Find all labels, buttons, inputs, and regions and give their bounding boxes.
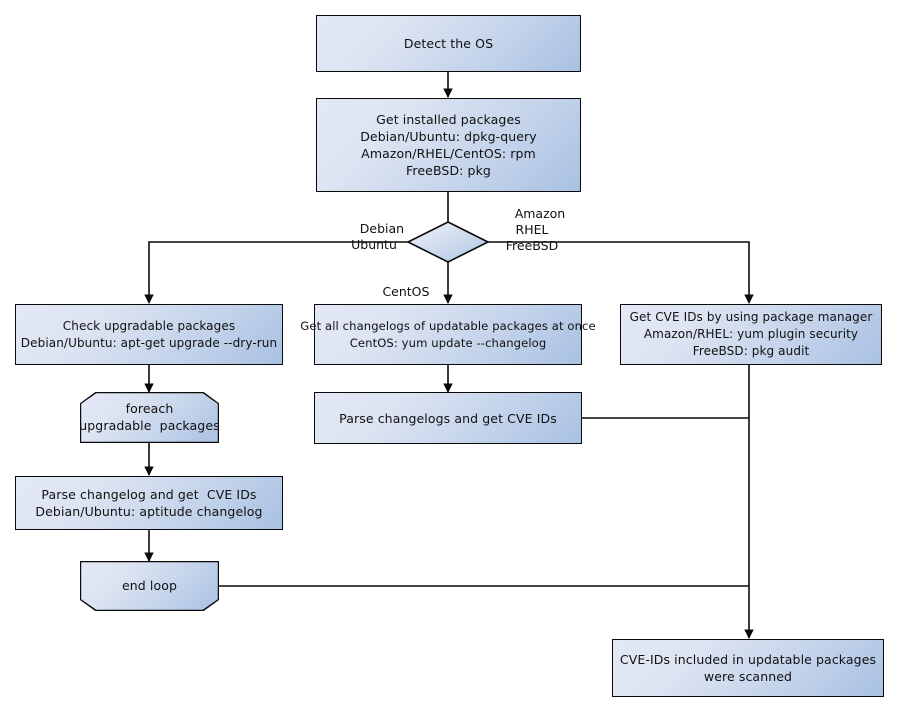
node-get-cve-ids-package-manager-label: Get CVE IDs by using package manager Ama… — [629, 310, 873, 358]
node-get-installed-packages-label: Get installed packages Debian/Ubuntu: dp… — [360, 112, 537, 178]
edge-label-centos-text: CentOS — [382, 284, 430, 299]
decision-diamond-shape — [406, 221, 490, 263]
node-parse-changelogs-cve-ids[interactable]: Parse changelogs and get CVE IDs — [314, 392, 582, 444]
node-cve-ids-scanned[interactable]: CVE-IDs included in updatable packages w… — [612, 639, 884, 697]
node-get-installed-packages[interactable]: Get installed packages Debian/Ubuntu: dp… — [316, 98, 581, 192]
node-get-all-changelogs[interactable]: Get all changelogs of updatable packages… — [300, 304, 596, 365]
edge-label-debian-ubuntu: Debian Ubuntu — [340, 205, 408, 269]
node-cve-ids-scanned-label: CVE-IDs included in updatable packages w… — [619, 652, 877, 684]
node-get-all-changelogs-label: Get all changelogs of updatable packages… — [300, 318, 596, 350]
node-check-upgradable-packages-label: Check upgradable packages Debian/Ubuntu:… — [20, 318, 278, 350]
edge-label-debian-ubuntu-text: Debian Ubuntu — [351, 221, 405, 252]
node-end-loop[interactable]: end loop — [81, 562, 218, 610]
node-detect-os[interactable]: Detect the OS — [316, 15, 581, 72]
edge-label-amazon-rhel-freebsd: Amazon RHEL FreeBSD — [492, 190, 572, 270]
edge-label-amazon-rhel-freebsd-text: Amazon RHEL FreeBSD — [505, 206, 566, 253]
node-parse-changelog-cve-ids-label: Parse changelog and get CVE IDs Debian/U… — [35, 487, 263, 519]
node-detect-os-label: Detect the OS — [403, 36, 494, 51]
node-parse-changelog-cve-ids[interactable]: Parse changelog and get CVE IDs Debian/U… — [15, 476, 283, 530]
node-get-cve-ids-package-manager[interactable]: Get CVE IDs by using package manager Ama… — [620, 304, 882, 365]
node-end-loop-label: end loop — [121, 578, 177, 594]
node-check-upgradable-packages[interactable]: Check upgradable packages Debian/Ubuntu:… — [15, 304, 283, 365]
node-os-decision[interactable] — [406, 220, 490, 264]
node-parse-changelogs-cve-ids-label: Parse changelogs and get CVE IDs — [339, 410, 557, 426]
edge-label-centos: CentOS — [358, 268, 438, 316]
node-foreach-upgradable-packages[interactable]: foreach upgradable packages — [81, 393, 218, 442]
node-foreach-upgradable-packages-label: foreach upgradable packages — [79, 401, 220, 434]
